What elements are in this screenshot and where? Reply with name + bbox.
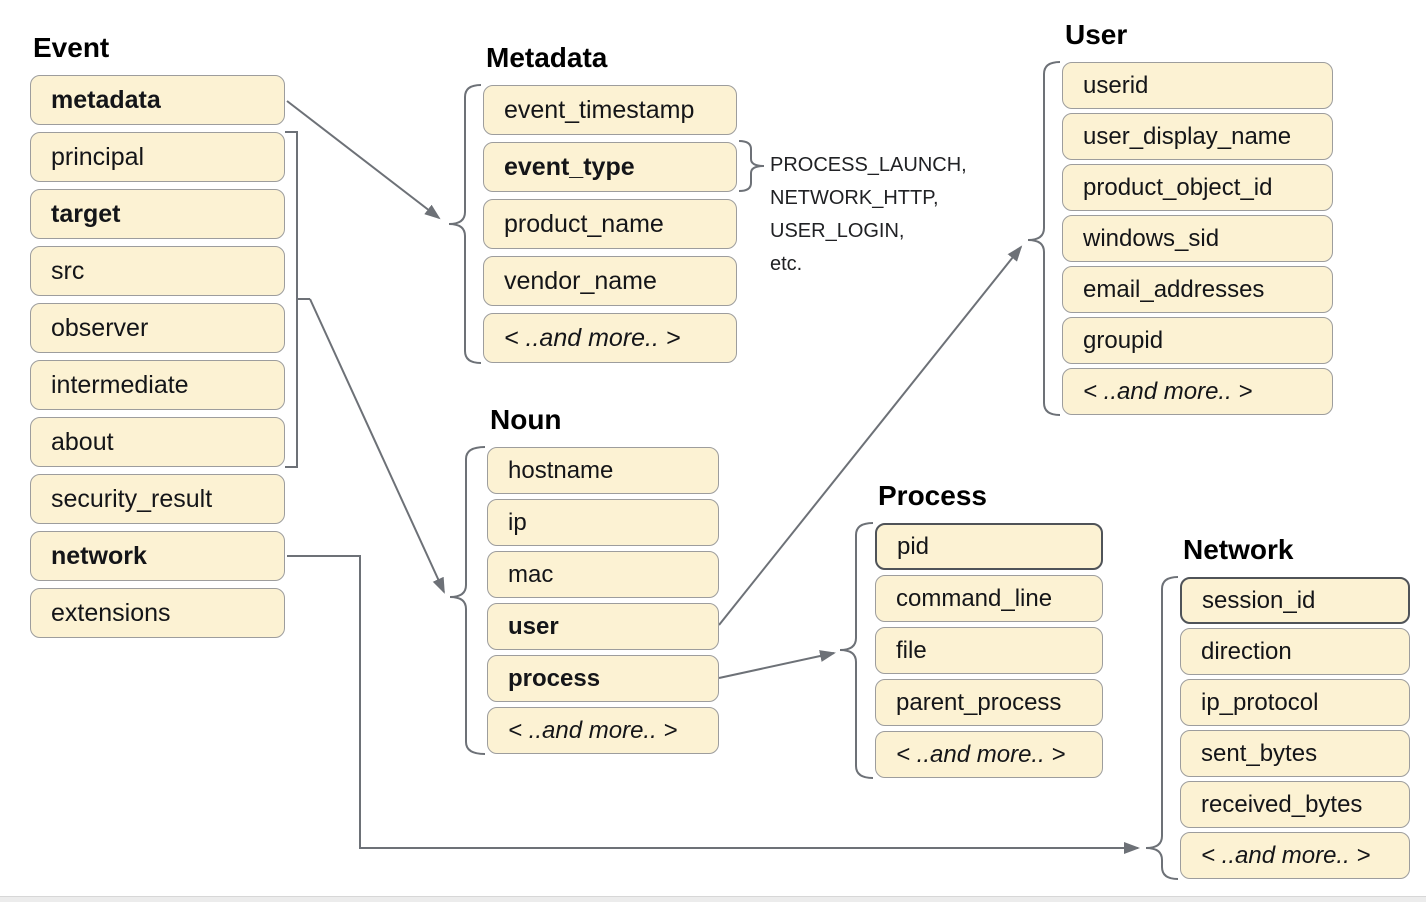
field-network: network: [30, 531, 285, 581]
brace-network-group: [1145, 576, 1179, 880]
field-observer: observer: [30, 303, 285, 353]
bracket-principal-to-about: [285, 131, 298, 468]
field-ip: ip: [487, 499, 719, 546]
field-received-bytes: received_bytes: [1180, 781, 1410, 828]
annotation-line: etc.: [770, 253, 803, 275]
brace-event-type-values: [738, 140, 765, 192]
event-type-values-annotation: PROCESS_LAUNCH, NETWORK_HTTP, USER_LOGIN,e…: [770, 149, 967, 281]
annotation-line: PROCESS_LAUNCH,: [770, 154, 967, 176]
field-direction: direction: [1180, 628, 1410, 675]
arrow-bracket-to-noun-group: [309, 298, 445, 594]
brace-metadata-group: [448, 84, 482, 364]
field-windows-sid: windows_sid: [1062, 215, 1333, 262]
field-process: process: [487, 655, 719, 702]
group-title-noun: Noun: [490, 404, 562, 435]
group-title-network: Network: [1183, 534, 1294, 565]
annotation-line: NETWORK_HTTP,: [770, 187, 939, 209]
annotation-line: USER_LOGIN,: [770, 220, 905, 242]
brace-user-group: [1027, 61, 1061, 416]
field-product-object-id: product_object_id: [1062, 164, 1333, 211]
field-list-event: metadata principal target src observer interm…: [30, 75, 285, 638]
field-userid: userid: [1062, 62, 1333, 109]
field-and-more: < ..and more.. >: [1062, 368, 1333, 415]
field-file: file: [875, 627, 1103, 674]
field-mac: mac: [487, 551, 719, 598]
group-title-metadata: Metadata: [486, 42, 608, 73]
field-and-more: < ..and more.. >: [483, 313, 737, 363]
field-src: src: [30, 246, 285, 296]
field-intermediate: intermediate: [30, 360, 285, 410]
field-pid: pid: [875, 523, 1103, 570]
field-extensions: extensions: [30, 588, 285, 638]
field-and-more: < ..and more.. >: [1180, 832, 1410, 879]
field-and-more: < ..and more.. >: [487, 707, 719, 754]
field-user: user: [487, 603, 719, 650]
field-session-id: session_id: [1180, 577, 1410, 624]
field-email-addresses: email_addresses: [1062, 266, 1333, 313]
field-principal: principal: [30, 132, 285, 182]
field-hostname: hostname: [487, 447, 719, 494]
brace-noun-group: [449, 446, 486, 755]
field-parent-process: parent_process: [875, 679, 1103, 726]
field-about: about: [30, 417, 285, 467]
field-event-timestamp: event_timestamp: [483, 85, 737, 135]
group-event: Event metadata principal target src observer…: [30, 34, 285, 638]
field-groupid: groupid: [1062, 317, 1333, 364]
field-ip-protocol: ip_protocol: [1180, 679, 1410, 726]
field-product-name: product_name: [483, 199, 737, 249]
field-command-line: command_line: [875, 575, 1103, 622]
field-event-type: event_type: [483, 142, 737, 192]
group-title-event: Event: [33, 32, 110, 63]
field-list-noun: hostname ip mac user process < ..and more.. >: [487, 447, 719, 754]
group-title-user: User: [1065, 19, 1128, 50]
field-sent-bytes: sent_bytes: [1180, 730, 1410, 777]
field-security-result: security_result: [30, 474, 285, 524]
group-title-process: Process: [878, 480, 987, 511]
arrow-process-to-process-group: [718, 650, 836, 679]
bottom-edge-strip: [0, 896, 1426, 902]
group-noun: Noun hostname ip mac user process < ..and mor…: [487, 406, 719, 754]
field-target: target: [30, 189, 285, 239]
field-metadata: metadata: [30, 75, 285, 125]
field-and-more: < ..and more.. >: [875, 731, 1103, 778]
brace-process-group: [839, 522, 874, 779]
arrow-metadata-to-metadata-group: [286, 100, 441, 220]
field-user-display-name: user_display_name: [1062, 113, 1333, 160]
field-vendor-name: vendor_name: [483, 256, 737, 306]
